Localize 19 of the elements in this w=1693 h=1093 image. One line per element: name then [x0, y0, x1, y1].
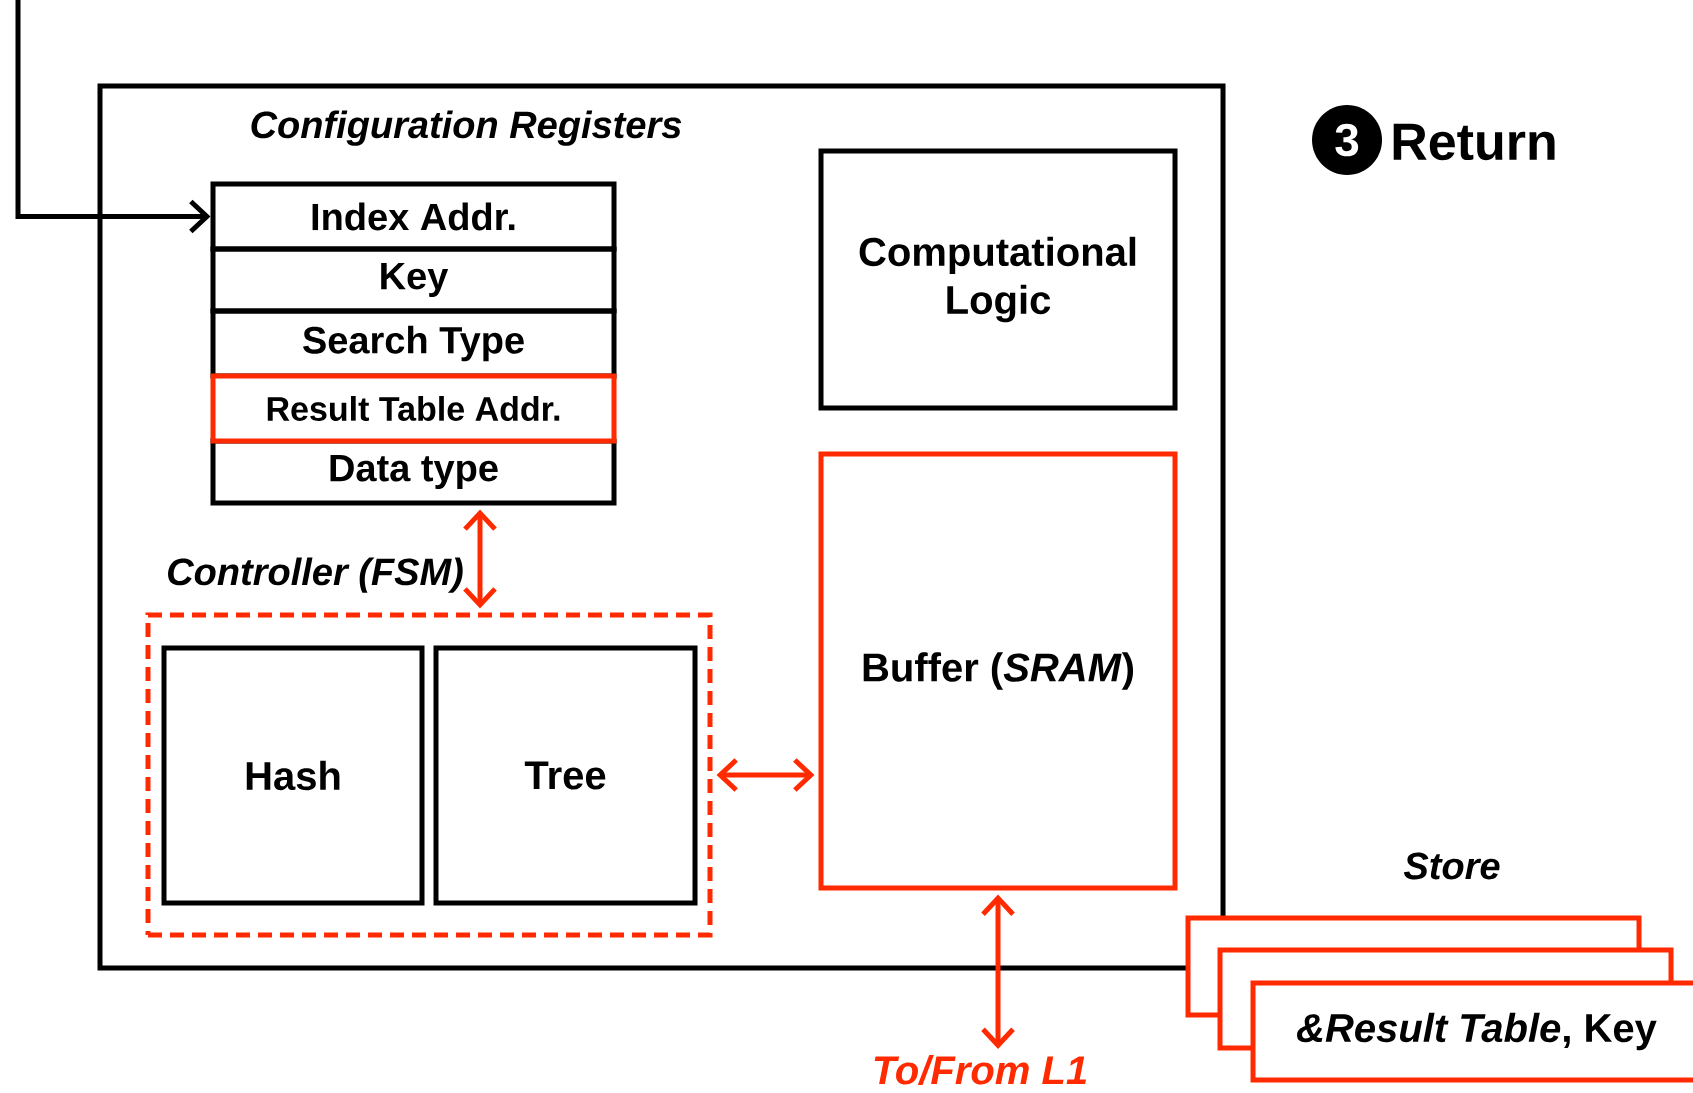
- node-label: Controller (FSM): [168, 557, 463, 593]
- accelerator-box: [97, 83, 1226, 971]
- hash-box: Hash: [161, 645, 425, 906]
- tree-box: Tree: [433, 645, 698, 906]
- port-label: To/From L1: [874, 1055, 1086, 1085]
- register-cell: Result Table Addr.: [210, 373, 617, 444]
- logic-box: Computational Logic: [818, 148, 1178, 411]
- arrow: [981, 894, 1015, 1049]
- register-cell: Key: [210, 246, 617, 314]
- register-cell: Index Addr.: [210, 181, 617, 252]
- callout-number: 3: [1312, 105, 1382, 175]
- arrow: [15, 0, 211, 234]
- arrow: [716, 758, 815, 792]
- arrow: [463, 509, 497, 609]
- table-card: &Result Table, Key: [1250, 980, 1693, 1083]
- section-heading: Configuration Registers: [251, 110, 682, 146]
- buffer-box: Buffer (SRAM): [818, 451, 1178, 891]
- step-label: Return: [1393, 123, 1555, 161]
- store-label: Store: [1403, 852, 1500, 880]
